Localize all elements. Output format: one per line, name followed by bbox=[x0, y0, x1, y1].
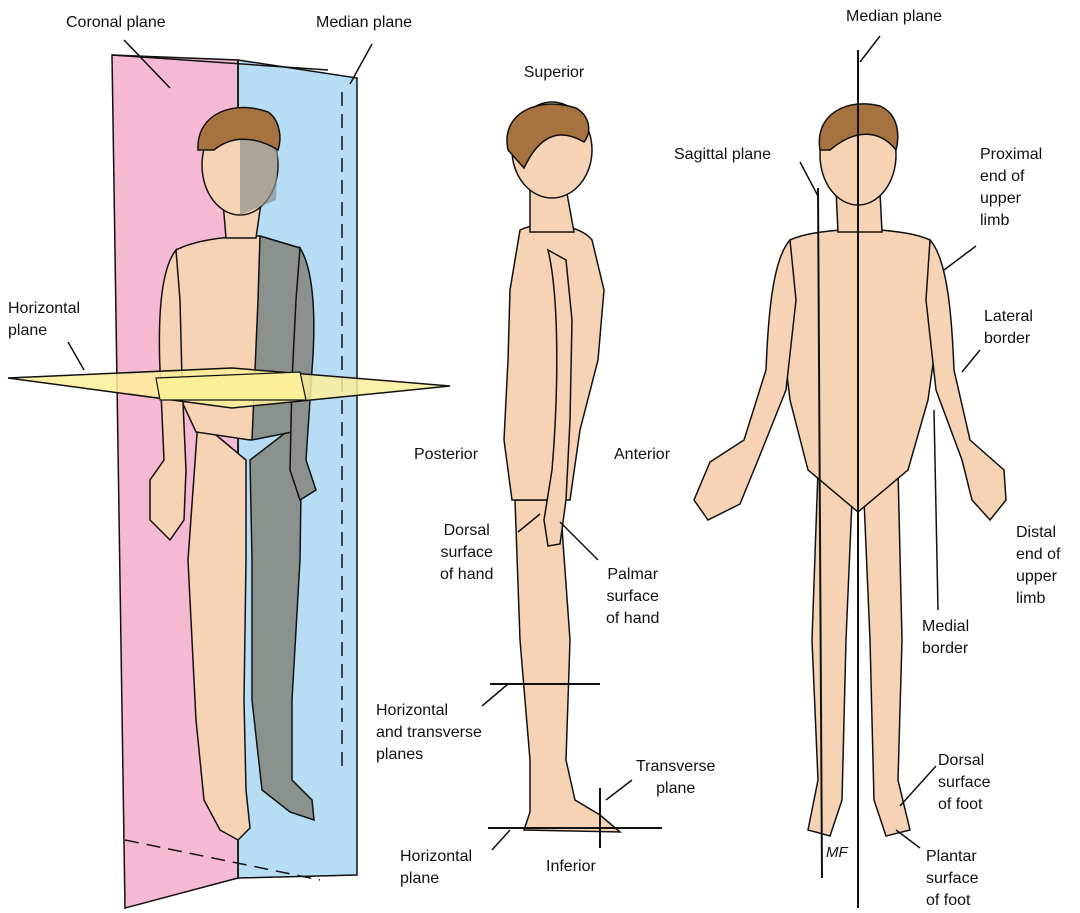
medial-border-label: Medial border bbox=[922, 616, 969, 660]
transverse-plane-label: Transverse plane bbox=[636, 756, 715, 800]
lateral-border-label: Lateral border bbox=[984, 306, 1033, 350]
plantar-foot-label: Plantar surface of foot bbox=[926, 846, 978, 912]
left-figure-group bbox=[8, 55, 450, 908]
palmar-hand-label: Palmar surface of hand bbox=[606, 564, 659, 630]
proximal-end-label: Proximal end of upper limb bbox=[980, 144, 1042, 232]
horizontal-plane-label-left: Horizontal plane bbox=[8, 298, 80, 342]
artist-signature: MF bbox=[826, 842, 848, 864]
middle-figure-group bbox=[488, 102, 662, 848]
posterior-label: Posterior bbox=[414, 444, 478, 466]
coronal-plane-label: Coronal plane bbox=[66, 12, 166, 34]
horizontal-plane-label-bottom: Horizontal plane bbox=[400, 846, 472, 890]
anterior-label: Anterior bbox=[614, 444, 670, 466]
horizontal-transverse-label: Horizontal and transverse planes bbox=[376, 700, 482, 766]
median-plane-label-left: Median plane bbox=[316, 12, 412, 34]
sagittal-plane-label: Sagittal plane bbox=[674, 144, 771, 166]
dorsal-foot-label: Dorsal surface of foot bbox=[938, 750, 990, 816]
superior-label: Superior bbox=[524, 62, 584, 84]
medial-border-line bbox=[934, 410, 938, 610]
median-plane-label-right: Median plane bbox=[846, 6, 942, 28]
dorsal-hand-label: Dorsal surface of hand bbox=[440, 520, 493, 586]
distal-end-label: Distal end of upper limb bbox=[1016, 522, 1060, 610]
inferior-label: Inferior bbox=[546, 856, 596, 878]
